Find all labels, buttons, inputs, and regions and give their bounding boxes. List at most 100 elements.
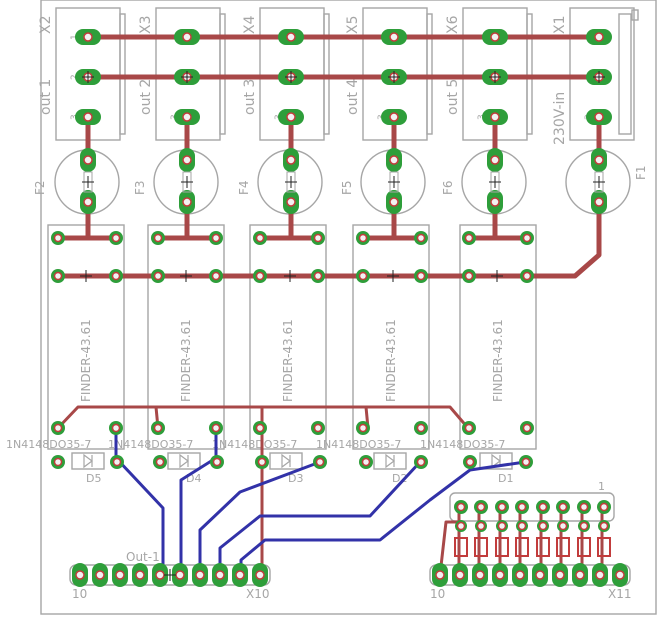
fuse-label-f6: F6 [441,180,455,195]
fuse-label-f5: F5 [340,180,354,195]
pads [51,29,628,587]
pad-relay-4-com-a-hole [358,271,368,281]
pad-in-upper-7-hole [579,502,589,512]
pad-terminal-5-pin3-hole [490,112,500,122]
pad-relay-2-com-b-hole [211,271,221,281]
pad-in-7-hole [555,570,565,580]
pad-res-8-a-hole [599,521,609,531]
pad-in-upper-4-hole [517,502,527,512]
pad-fuse-3-a-hole [286,155,296,165]
pad-res-2-a-hole [476,521,486,531]
relay-label-3: FINDER-43.61 [281,319,295,402]
pad-relay-2-no-hole [211,233,221,243]
terminal-ref-x5: X5 [345,16,361,35]
pad-in-9-hole [595,570,605,580]
terminal-name-x1: 230V-in [552,92,568,145]
pad-fuse-6-a-hole [594,155,604,165]
pad-relay-4-no-hole [416,233,426,243]
pad-diode-1-k-hole [112,457,122,467]
connector-in-pin-first: 10 [430,587,445,601]
pad-terminal-5-pin1-hole [490,32,500,42]
mark-relay-2 [180,270,192,282]
terminal-name-x6: out 5 [445,79,461,115]
pad-relay-1-coil-a-hole [53,423,63,433]
pad-terminal-4-pin1-hole [389,32,399,42]
pad-out-7-hole [195,570,205,580]
pad-in-2-hole [455,570,465,580]
pad-terminal-3-pin1-hole [286,32,296,42]
pad-out-3-hole [115,570,125,580]
pad-fuse-1-b-hole [83,197,93,207]
traces [55,34,604,577]
pad-diode-5-a-hole [465,457,475,467]
relay-label-1: FINDER-43.61 [79,319,93,402]
connector-out-ref: X10 [246,587,270,601]
pad-fuse-3-b-hole [286,197,296,207]
pad-out-8-hole [215,570,225,580]
pad-out-5-hole [155,570,165,580]
terminal-ref-x6: X6 [445,15,461,34]
pad-fuse-2-b-hole [182,197,192,207]
pad-in-upper-1-hole [456,502,466,512]
diode-ref-d5: D5 [86,472,101,485]
mark-terminal-3 [285,71,297,83]
pad-relay-1-coil-b-hole [111,423,121,433]
res-body-8 [597,537,611,557]
res-body-3 [495,537,509,557]
relay-4: FINDER-43.61 [352,224,430,450]
pad-fuse-2-a-hole [182,155,192,165]
fuse-f5: F5 [340,149,426,215]
diode-d5: 1N4148DO35-7 D5 [6,438,105,485]
pad-terminal-1-pin1-hole [83,32,93,42]
pad-diode-3-a-hole [257,457,267,467]
fuse-f4: F4 [237,149,323,215]
pad-diode-4-a-hole [361,457,371,467]
res-body-7 [577,537,591,557]
pad-relay-5-coil-a-hole [464,423,474,433]
terminal-block-x1: X1 230V-in 1 2 3 [552,7,639,145]
pad-in-3-hole [475,570,485,580]
terminal-ref-x4: X4 [242,15,258,34]
fuse-f6: F6 [441,149,527,215]
pad-relay-3-nc-hole [255,233,265,243]
pad-relay-3-no-hole [313,233,323,243]
mark-fuse-3 [285,176,297,188]
pad-fuse-5-a-hole [490,155,500,165]
diode-part-d4: 1N4148DO35-7 [108,438,193,451]
pad-terminal-1-pin3-hole [83,112,93,122]
pad-fuse-4-a-hole [389,155,399,165]
pad-diode-2-k-hole [212,457,222,467]
connector-in: X11 10 1 [429,480,632,601]
trace-in-gnd [438,520,463,577]
pad-out-6-hole [175,570,185,580]
pad-out-9-hole [235,570,245,580]
relay-5: FINDER-43.61 [459,224,537,450]
pad-relay-5-com-b-hole [522,271,532,281]
res-body-4 [515,537,529,557]
terminal-block-x3: X3 out 2 1 2 3 [138,7,226,141]
res-body-2 [474,537,488,557]
mark-relay-1 [80,270,92,282]
pad-res-3-a-hole [497,521,507,531]
diode-d1: 1N4148DO35-7 D1 [420,438,513,485]
pad-relay-1-com-b-hole [111,271,121,281]
mark-terminal-6 [593,71,605,83]
pad-terminal-4-pin3-hole [389,112,399,122]
connector-out: Out-1 X10 10 [69,550,271,601]
terminal-name-x2: out 1 [38,79,54,115]
pad-in-4-hole [495,570,505,580]
mark-out [164,569,176,581]
trace-out-d2 [218,460,422,577]
terminal-name-x3: out 2 [138,79,154,115]
fuse-label-f3: F3 [133,180,147,195]
pad-relay-5-com-a-hole [464,271,474,281]
mark-relay-4 [387,270,399,282]
pad-out-2-hole [95,570,105,580]
svg-text:3: 3 [70,114,80,120]
pad-terminal-6-pin1-hole [594,32,604,42]
relay-3: FINDER-43.61 [249,224,327,450]
terminal-name-x4: out 3 [242,79,258,115]
pad-in-10-hole [615,570,625,580]
fuse-f3: F3 [133,149,219,215]
svg-text:1: 1 [70,34,80,40]
